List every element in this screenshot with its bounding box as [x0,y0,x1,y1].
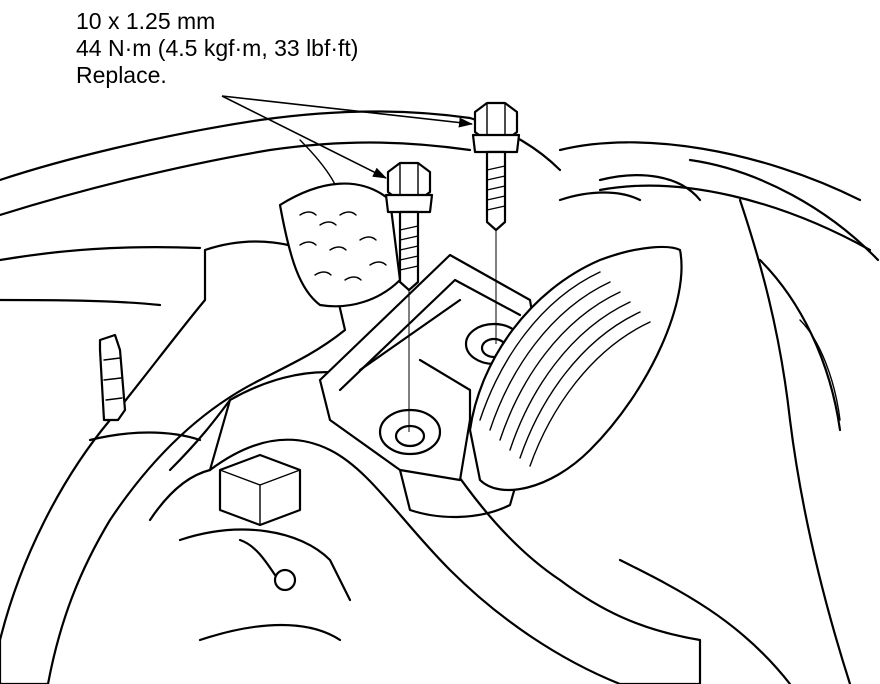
bolt-right [471,101,521,344]
wire-connector [88,333,202,442]
bolt-callout: 10 x 1.25 mm 44 N·m (4.5 kgf·m, 33 lbf·f… [76,8,358,89]
torque-spec-label: 44 N·m (4.5 kgf·m, 33 lbf·ft) [76,35,359,61]
replace-note-label: Replace. [76,62,167,88]
bolt-size-label: 10 x 1.25 mm [76,8,216,34]
callout-leader-arrows [221,95,473,179]
upper-frame-lines [0,110,562,307]
bolt-left [384,161,434,432]
leader-arrow-left [221,95,387,179]
sensor-box [218,453,302,592]
mount-bracket [318,253,542,519]
leader-arrow-right [221,95,473,128]
drive-pulley [468,174,702,492]
